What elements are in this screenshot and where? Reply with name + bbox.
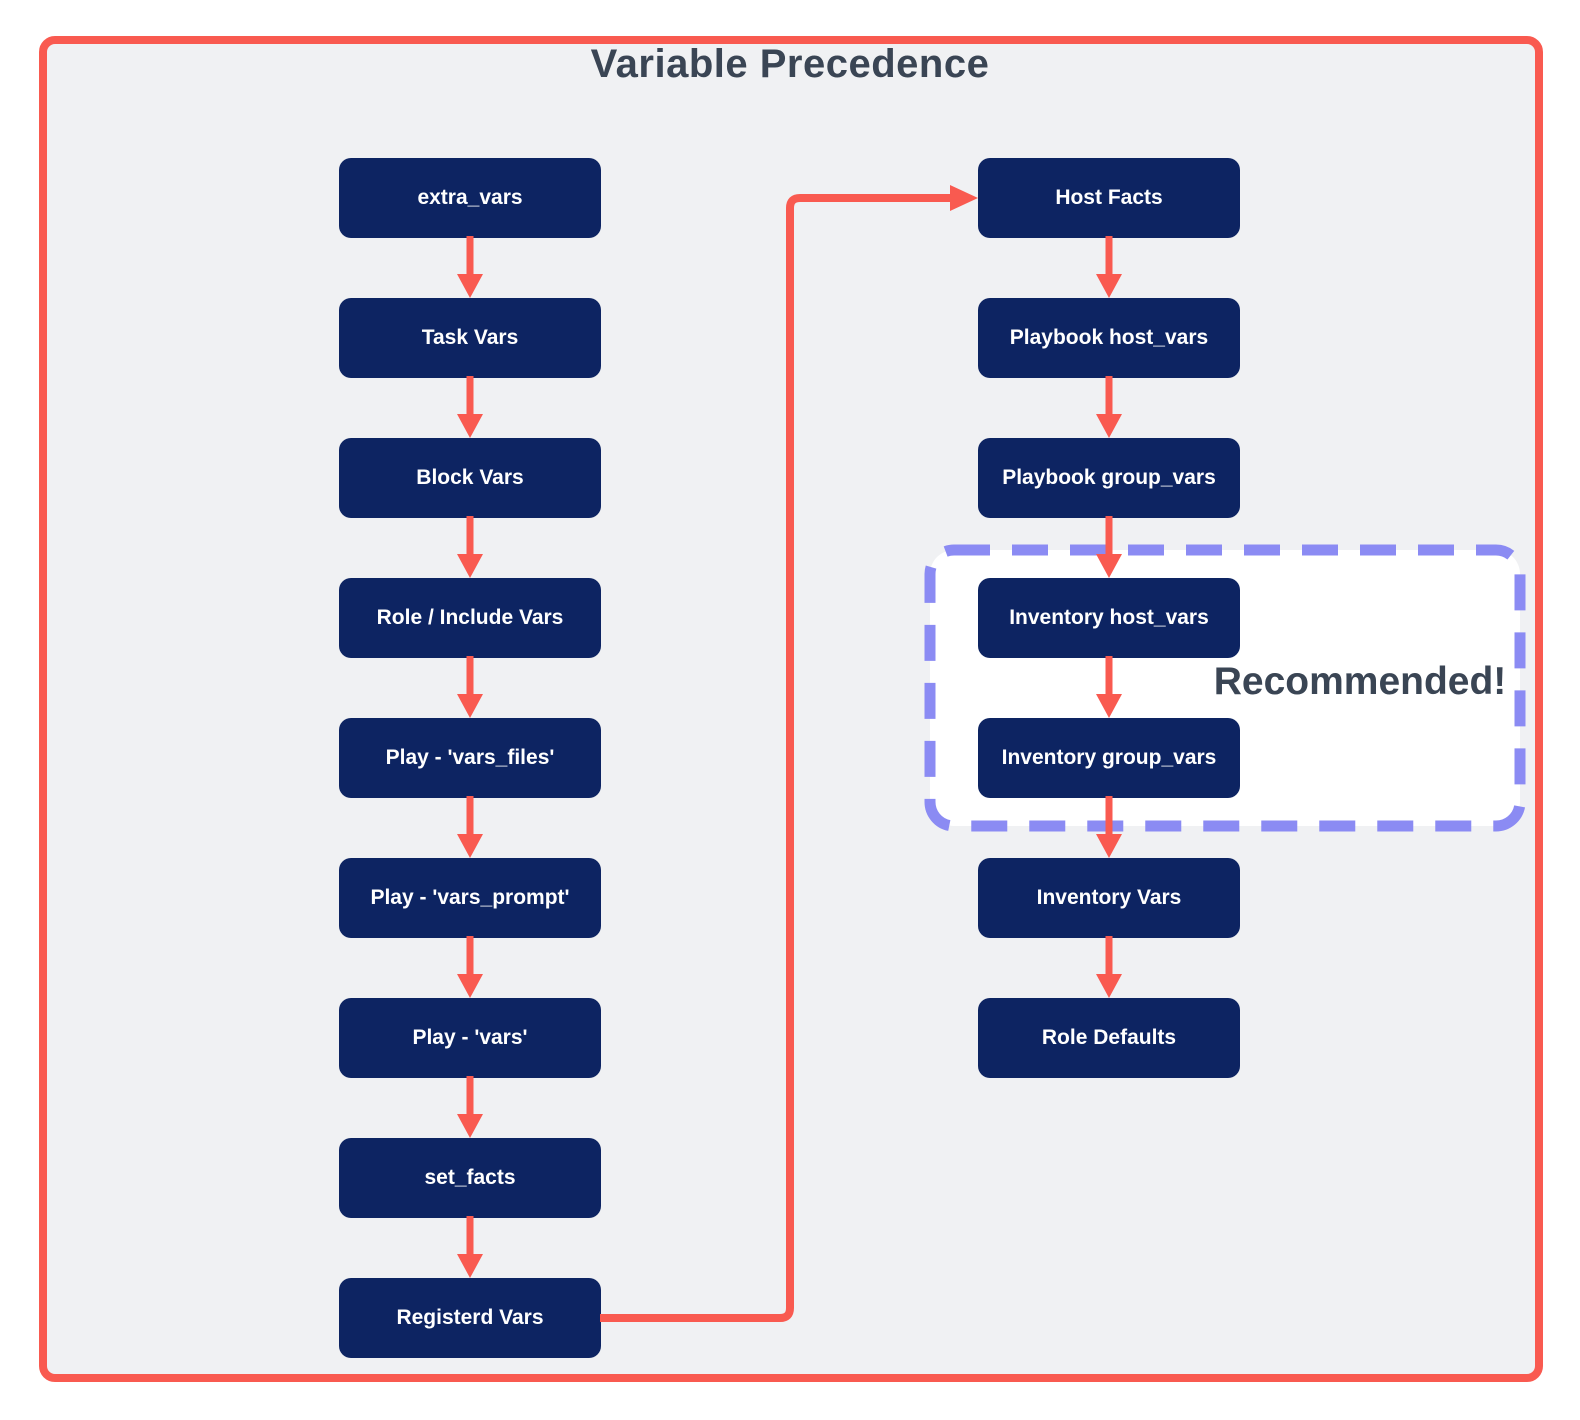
- node-role-include-vars: Role / Include Vars: [339, 578, 601, 658]
- node-extra-vars: extra_vars: [339, 158, 601, 238]
- node-role-defaults: Role Defaults: [978, 998, 1240, 1078]
- node-inventory-group-vars: Inventory group_vars: [978, 718, 1240, 798]
- node-host-facts: Host Facts: [978, 158, 1240, 238]
- node-inventory-vars: Inventory Vars: [978, 858, 1240, 938]
- node-playbook-group-vars: Playbook group_vars: [978, 438, 1240, 518]
- node-set-facts: set_facts: [339, 1138, 601, 1218]
- node-registered-vars: Registerd Vars: [339, 1278, 601, 1358]
- node-task-vars: Task Vars: [339, 298, 601, 378]
- diagram-title: Variable Precedence: [590, 42, 990, 86]
- node-play-vars-prompt: Play - 'vars_prompt': [339, 858, 601, 938]
- node-play-vars-files: Play - 'vars_files': [339, 718, 601, 798]
- node-play-vars: Play - 'vars': [339, 998, 601, 1078]
- node-playbook-host-vars: Playbook host_vars: [978, 298, 1240, 378]
- recommended-label: Recommended!: [1213, 660, 1507, 703]
- node-inventory-host-vars: Inventory host_vars: [978, 578, 1240, 658]
- node-block-vars: Block Vars: [339, 438, 601, 518]
- diagram-border: [39, 36, 1543, 1382]
